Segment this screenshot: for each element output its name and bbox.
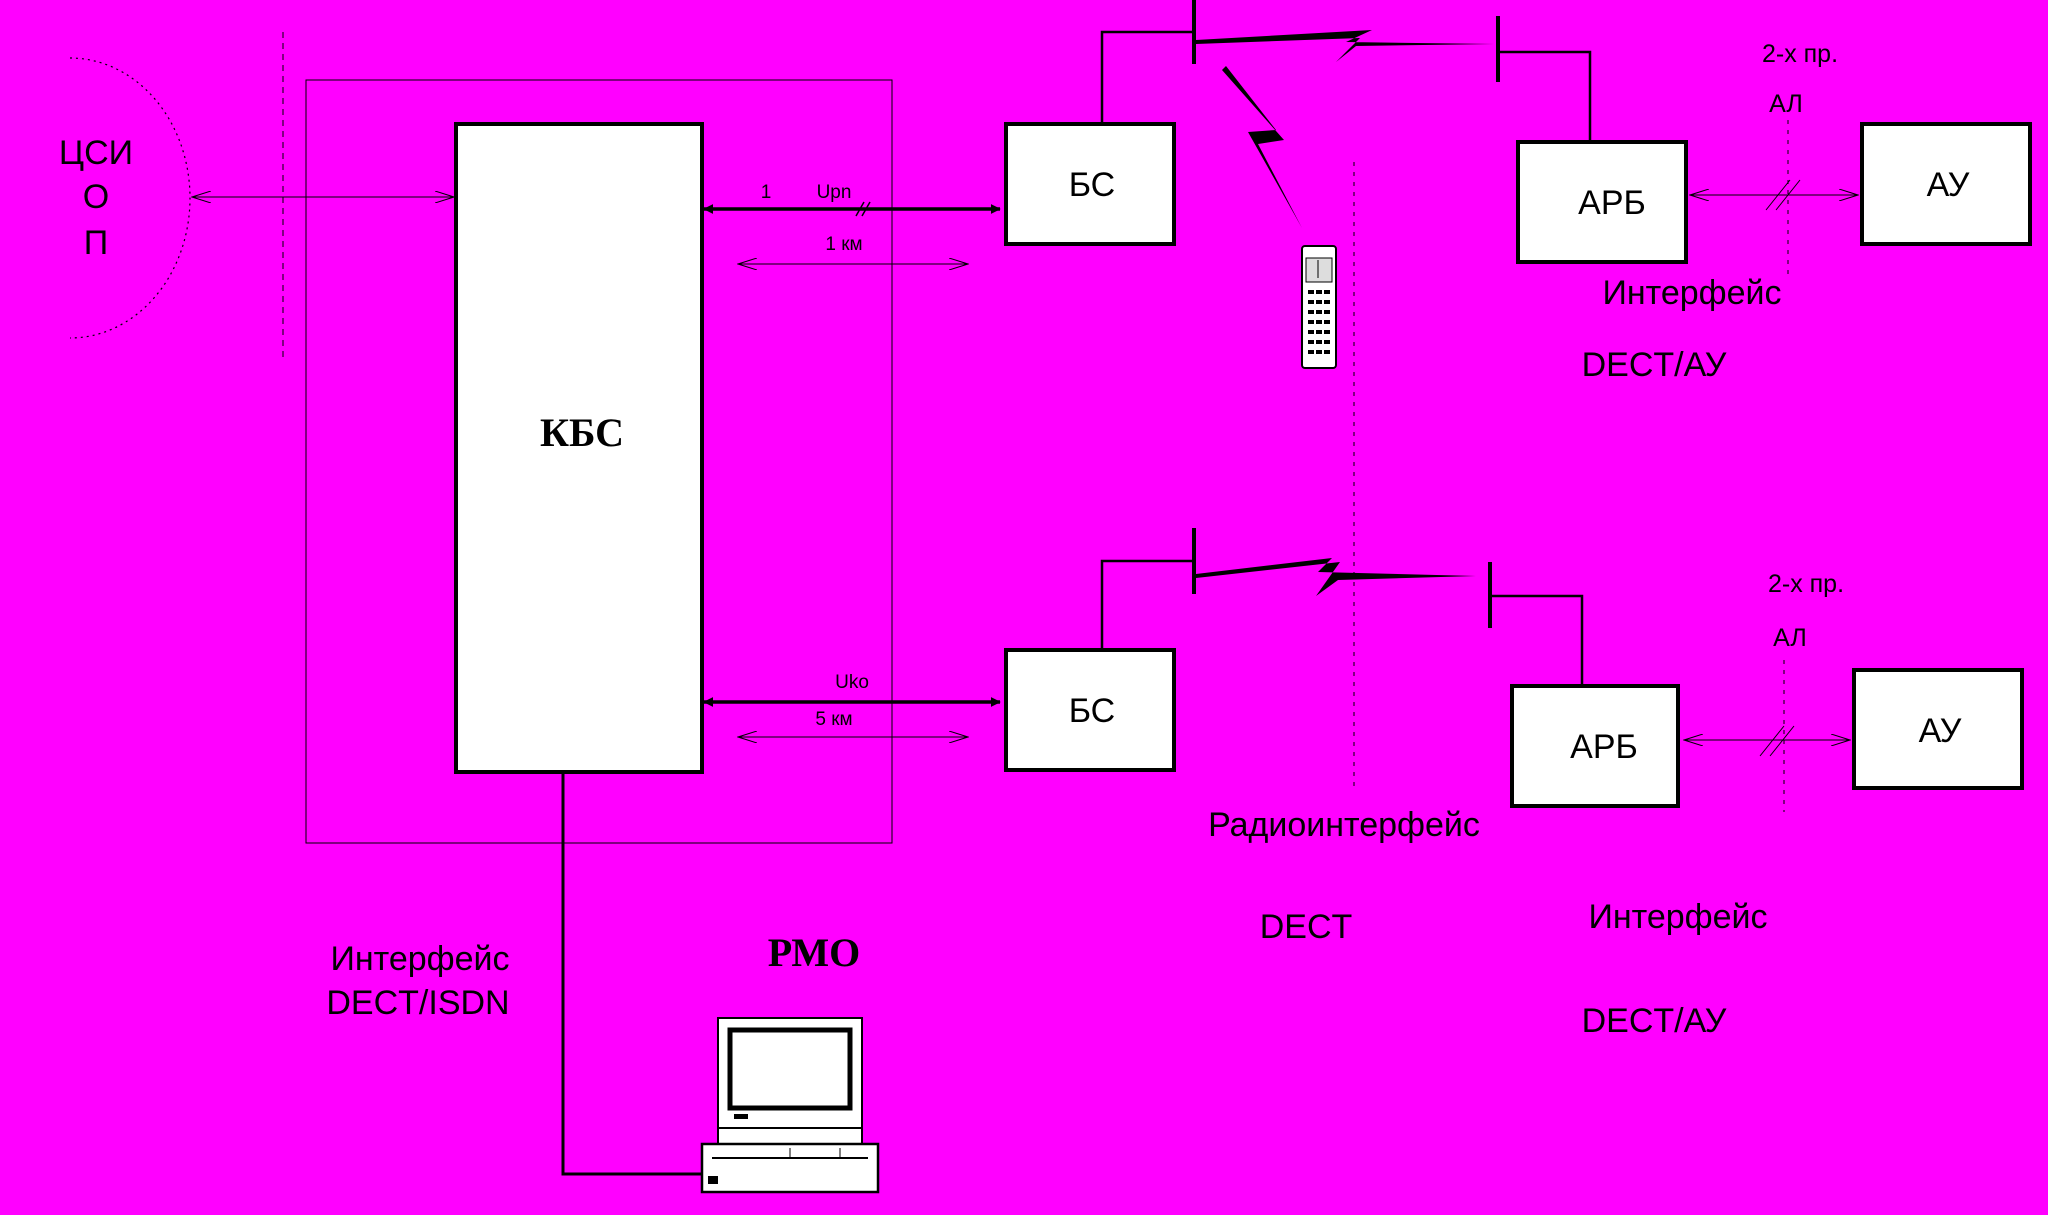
interface-bottom-label-1: Интерфейс	[1588, 898, 1767, 936]
kbs-workstation-link	[561, 774, 702, 1176]
line-top-label-1: 2-х пр.	[1762, 40, 1838, 68]
handset-icon	[1301, 245, 1337, 369]
line-bottom-tick-1	[1759, 725, 1785, 757]
radio-link-top	[1196, 30, 1494, 62]
link-top-distance: 1 км	[825, 234, 862, 255]
bs-bottom-box	[1004, 648, 1176, 772]
radio-link-handset	[1222, 66, 1302, 228]
isdn-interface-label-1: Интерфейс	[330, 940, 509, 978]
line-top-tick-1	[1765, 179, 1791, 211]
kbs-enclosure	[305, 79, 893, 844]
kbs-label: КБС	[540, 410, 624, 455]
radio-link-bottom	[1196, 558, 1476, 596]
line-bottom-label-2: АЛ	[1773, 624, 1807, 652]
line-bottom-tick-2	[1769, 725, 1795, 757]
radio-interface-label-2: DECT	[1260, 908, 1353, 946]
bs-top-label: БС	[1069, 166, 1115, 204]
upn-tick-2	[861, 201, 871, 217]
pstn-label-line2: О	[83, 178, 109, 216]
link-top-number: 1	[761, 182, 772, 203]
link-bottom-interface: Uko	[835, 672, 869, 693]
pstn-label-line3: П	[84, 224, 108, 262]
pstn-label-line1: ЦСИ	[59, 134, 133, 172]
line-top-label-2: АЛ	[1769, 90, 1803, 118]
pstn-boundary	[69, 57, 191, 339]
workstation-label: РМО	[768, 930, 861, 975]
au-bottom-label: АУ	[1919, 712, 1962, 750]
interface-top-label-2: DECT/АУ	[1582, 346, 1727, 384]
upn-tick-1	[855, 201, 865, 217]
bs-top-antenna-feed	[1100, 30, 1194, 124]
link-bottom-distance: 5 км	[815, 709, 852, 730]
au-top-label: АУ	[1927, 166, 1970, 204]
bs-bottom-antenna-feed	[1100, 559, 1194, 650]
interface-top-label-1: Интерфейс	[1602, 274, 1781, 312]
bs-bottom-label: БС	[1069, 692, 1115, 730]
arb-bottom-box	[1510, 684, 1680, 808]
arb-bottom-antenna-feed	[1490, 594, 1584, 686]
au-top-box	[1860, 122, 2032, 246]
interface-bottom-label-2: DECT/АУ	[1582, 1002, 1727, 1040]
au-bottom-box	[1852, 668, 2024, 790]
radio-interface-label-1: Радиоинтерфейс	[1208, 806, 1480, 844]
line-bottom-label-1: 2-х пр.	[1768, 570, 1844, 598]
arb-top-antenna-feed	[1498, 50, 1592, 142]
workstation-icon	[700, 1017, 880, 1194]
bs-top-box	[1004, 122, 1176, 246]
isdn-interface-label-2: DECT/ISDN	[326, 984, 509, 1022]
link-top-interface: Upn	[817, 182, 852, 203]
kbs-box	[454, 122, 704, 774]
arb-bottom-label: АРБ	[1570, 728, 1638, 766]
line-top-tick-2	[1775, 179, 1801, 211]
arb-top-box	[1516, 140, 1688, 264]
arb-top-label: АРБ	[1578, 184, 1646, 222]
